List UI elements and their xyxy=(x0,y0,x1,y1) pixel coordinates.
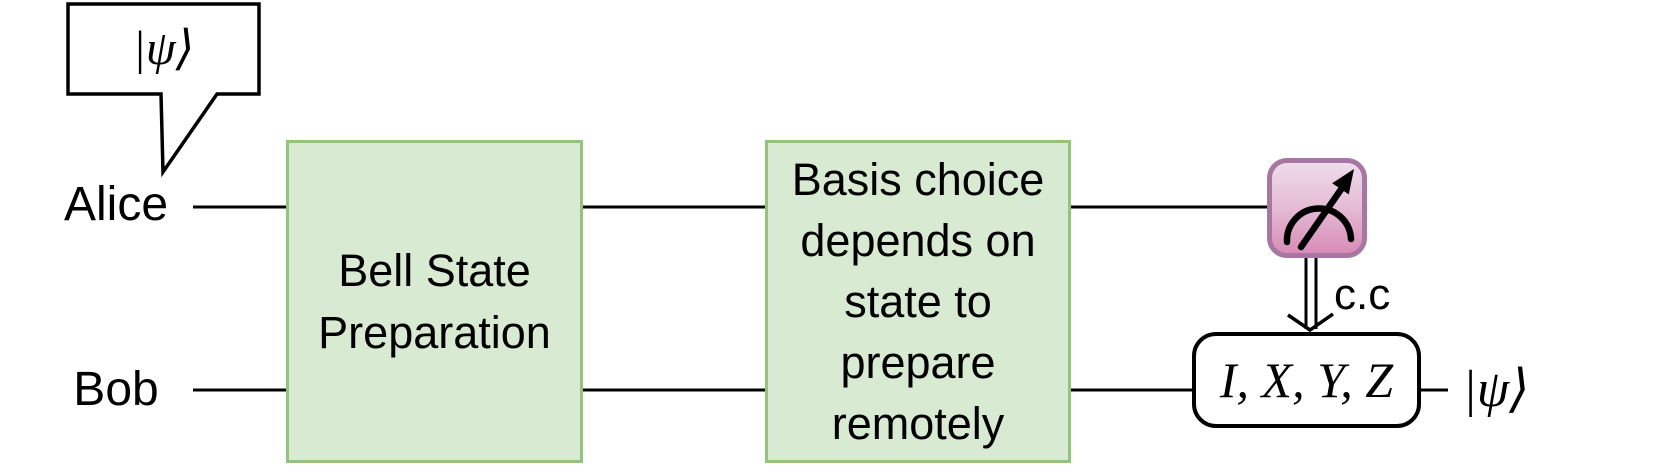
bob-wire-label: Bob xyxy=(73,363,159,416)
measurement-box xyxy=(1267,158,1367,258)
gauge-needle-arrowhead xyxy=(1332,169,1354,195)
gauge-arc xyxy=(1283,205,1355,246)
classical-channel-arrowhead xyxy=(1287,312,1334,333)
speech-bubble-outline xyxy=(66,2,261,178)
classical-channel-arrow xyxy=(1287,257,1334,333)
basis-choice-box: Basis choice depends on state to prepare… xyxy=(765,140,1071,463)
bell-state-preparation-label: Bell State Preparation xyxy=(318,245,551,358)
pauli-correction-label: I, X, Y, Z xyxy=(1219,352,1394,408)
output-state-label: |ψ⟩ xyxy=(1462,361,1530,418)
classical-channel-label: c.c xyxy=(1334,270,1391,319)
pauli-correction-box: I, X, Y, Z xyxy=(1192,332,1421,428)
bell-state-preparation-box: Bell State Preparation xyxy=(286,140,583,463)
gauge-needle xyxy=(1297,184,1346,251)
input-state-bubble-label: |ψ⟩ xyxy=(132,22,195,75)
gauge-meter-icon xyxy=(1283,169,1355,251)
basis-choice-label: Basis choice depends on state to prepare… xyxy=(791,153,1045,450)
alice-wire-label: Alice xyxy=(63,178,169,231)
